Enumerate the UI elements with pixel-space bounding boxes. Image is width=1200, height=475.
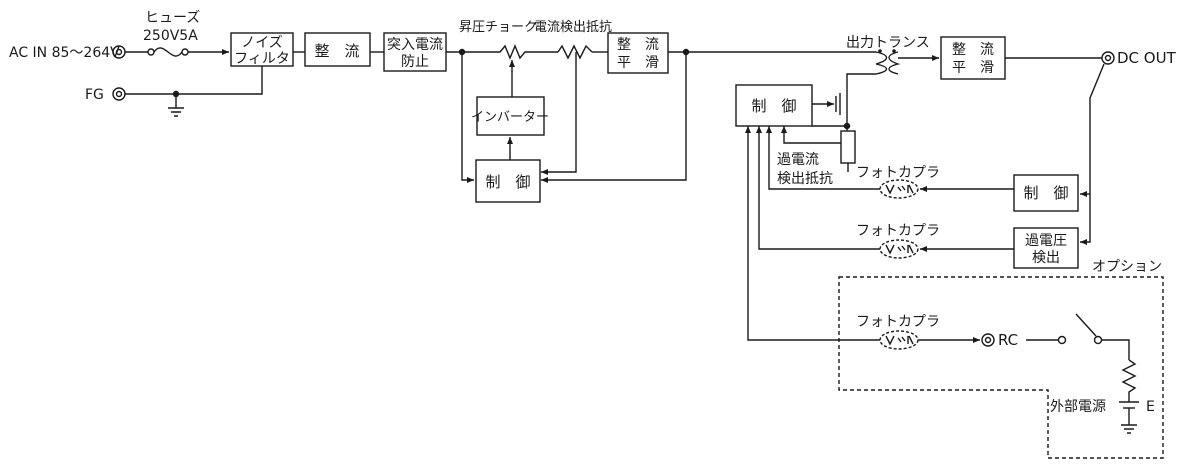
photocoupler-2-label: フォトカプラ: [856, 223, 940, 239]
dc-out-terminal: [1101, 51, 1115, 65]
e-label: E: [1146, 399, 1155, 415]
inrush-label-2: 防止: [401, 54, 429, 70]
feedback-control-label: 制 御: [1023, 184, 1068, 202]
noise-filter-label-2: フィルタ: [234, 51, 290, 67]
fg-label: FG: [85, 87, 104, 103]
rc-label: RC: [998, 331, 1018, 349]
wire-sense-ctrl: [541, 52, 577, 175]
wire-pc3-ctrl: [745, 126, 880, 341]
photocoupler-1-symbol: [879, 179, 919, 199]
feedback-control-box: [1013, 174, 1079, 212]
wire-oc-detect: [781, 126, 841, 144]
option-resistor: [1121, 359, 1137, 402]
rect-smooth-2-label-2: 平 滑: [952, 59, 994, 76]
ovp-label-2: 検出: [1032, 250, 1060, 266]
current-sense-resistor: [557, 44, 593, 60]
wire-pc1-ctrl: [766, 126, 880, 190]
photocoupler-1-label: フォトカプラ: [856, 165, 940, 181]
current-sense-label: 電流検出抵抗: [534, 20, 612, 35]
wire-pc2-ctrl: [756, 126, 880, 250]
inrush-label-1: 突入電流: [387, 37, 443, 53]
photocoupler-3-label: フォトカプラ: [856, 314, 940, 330]
option-label: オプション: [1092, 259, 1162, 275]
wire-fg: [125, 66, 263, 95]
rect-smooth-2-label-1: 整 流: [952, 42, 994, 58]
wire-sense-ovp: [1080, 194, 1091, 245]
noise-filter-box: [230, 32, 294, 67]
ground-symbol-fg: [168, 94, 184, 117]
fuse-title: ヒューズ: [145, 10, 200, 26]
inverter-box: [476, 96, 545, 136]
ovp-label-1: 過電圧: [1025, 233, 1067, 249]
wire-primary-switch: [846, 73, 876, 91]
pfc-control-box: [475, 159, 541, 203]
output-transformer-symbol: [875, 49, 901, 75]
remote-switch: [1057, 313, 1103, 345]
ovp-detect-box: [1013, 227, 1079, 269]
overcurrent-label-1: 過電流: [777, 152, 819, 168]
wire-junction-ctrl: [461, 52, 474, 183]
overcurrent-resistor: [840, 130, 856, 164]
fuse-rating: 250V5A: [143, 28, 198, 44]
rc-terminal: [981, 333, 995, 347]
wire-output-sense: [1089, 63, 1105, 194]
dc-out-label: DC OUT: [1117, 49, 1177, 67]
wire-hv-feedback: [541, 52, 687, 183]
noise-filter-label-1: ノイズ: [241, 35, 283, 51]
option-dashed-border: [838, 276, 1164, 459]
external-battery: [1119, 401, 1139, 434]
main-control-box: [735, 84, 813, 127]
rect-smooth-1-label-2: 平 滑: [617, 54, 659, 71]
rectifier-box-1: [304, 32, 371, 67]
inrush-limit-box: [383, 32, 447, 72]
main-control-label: 制 御: [751, 97, 796, 115]
rect-smooth-box-1: [607, 32, 669, 74]
fg-terminal: [112, 87, 126, 101]
boost-choke-symbol: [496, 44, 531, 60]
photocoupler-3-symbol: [879, 330, 919, 350]
ac-in-label: AC IN 85～264V: [9, 45, 120, 61]
rectifier-label-1: 整 流: [314, 42, 359, 60]
rect-smooth-1-label-1: 整 流: [617, 37, 659, 53]
rect-smooth-box-2: [940, 36, 1006, 80]
pfc-control-label: 制 御: [485, 173, 530, 191]
boost-choke-label: 昇圧チョーク: [459, 20, 537, 35]
mosfet-switch: [812, 91, 851, 131]
overcurrent-label-2: 検出抵抗: [777, 171, 833, 187]
inverter-label: インバーター: [471, 110, 549, 125]
transformer-label: 出力トランス: [846, 35, 930, 51]
photocoupler-2-symbol: [879, 239, 919, 259]
fuse-symbol: [147, 47, 189, 57]
external-power-label: 外部電源: [1050, 399, 1106, 415]
